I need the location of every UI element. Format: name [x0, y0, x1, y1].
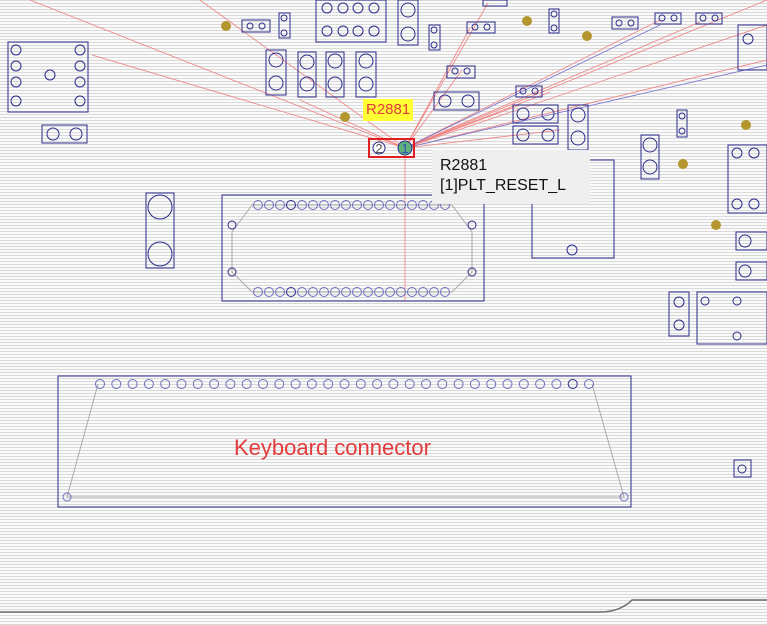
pin [440, 287, 450, 297]
pin [192, 379, 203, 389]
keyboard-connector-label: Keyboard connector [234, 435, 431, 460]
tooltip-component: R2881 [440, 157, 488, 174]
pin [396, 200, 406, 210]
pin [453, 379, 464, 389]
pin [264, 200, 274, 210]
pin [486, 379, 497, 389]
pin [341, 200, 351, 210]
pin [95, 379, 105, 389]
pin [339, 379, 350, 389]
pin [160, 379, 171, 389]
pin [372, 379, 383, 389]
pin [241, 379, 252, 389]
pin [396, 287, 406, 297]
pin [143, 379, 154, 389]
pin [253, 287, 263, 297]
pin [308, 200, 318, 210]
connector-pins-middle [253, 200, 450, 297]
pin [127, 379, 138, 389]
pin [363, 200, 373, 210]
pin [567, 379, 578, 389]
tooltip-net: [1]PLT_RESET_L [440, 177, 566, 194]
keyboard-connector[interactable] [57, 375, 632, 508]
pin [355, 379, 366, 389]
pin [253, 200, 263, 210]
pin [352, 287, 362, 297]
pin [297, 200, 307, 210]
pin [437, 379, 448, 389]
pin [352, 200, 362, 210]
pin [275, 287, 285, 297]
pin [286, 287, 296, 297]
pad-1-label: 1 [401, 141, 408, 156]
pin [323, 379, 334, 389]
component-ref-label: R2881 [363, 99, 414, 121]
pin [209, 379, 220, 389]
pin [330, 287, 340, 297]
vias [221, 16, 751, 230]
pin [429, 287, 439, 297]
pin [306, 379, 317, 389]
board-edge [0, 599, 767, 613]
ratsnest-lines [29, 0, 767, 300]
pin [286, 200, 296, 210]
pin [308, 287, 318, 297]
pin [274, 379, 285, 389]
small-pad [733, 459, 752, 478]
pin [319, 287, 329, 297]
pin [551, 379, 562, 389]
pin-tooltip: R2881 [1]PLT_RESET_L [432, 150, 590, 204]
pin [418, 200, 428, 210]
pin [421, 379, 431, 389]
pin [502, 379, 513, 389]
pad-1-selected[interactable] [397, 140, 413, 156]
pin [111, 379, 122, 389]
small-pad-hole [737, 464, 747, 474]
pin [275, 200, 285, 210]
pin [363, 287, 373, 297]
pin [341, 287, 351, 297]
pin [407, 287, 417, 297]
pin [290, 379, 301, 389]
pad-2[interactable] [372, 141, 386, 155]
keyboard-connector-pins [95, 379, 594, 389]
pin [388, 379, 399, 389]
pin [319, 200, 329, 210]
pin [176, 379, 187, 389]
pin [469, 379, 480, 389]
pin [584, 379, 594, 389]
pin [535, 379, 546, 389]
pin [374, 287, 384, 297]
resistor-r2881[interactable]: 2 1 [368, 138, 415, 158]
pin [258, 379, 268, 389]
pin [264, 287, 274, 297]
pin [404, 379, 415, 389]
pin [518, 379, 529, 389]
pad-2-label: 2 [375, 141, 382, 156]
pin [407, 200, 417, 210]
components [7, 0, 767, 345]
pin [374, 200, 384, 210]
pin [297, 287, 307, 297]
pin [385, 200, 395, 210]
pin [225, 379, 236, 389]
pin [418, 287, 428, 297]
pin [330, 200, 340, 210]
pin [385, 287, 395, 297]
